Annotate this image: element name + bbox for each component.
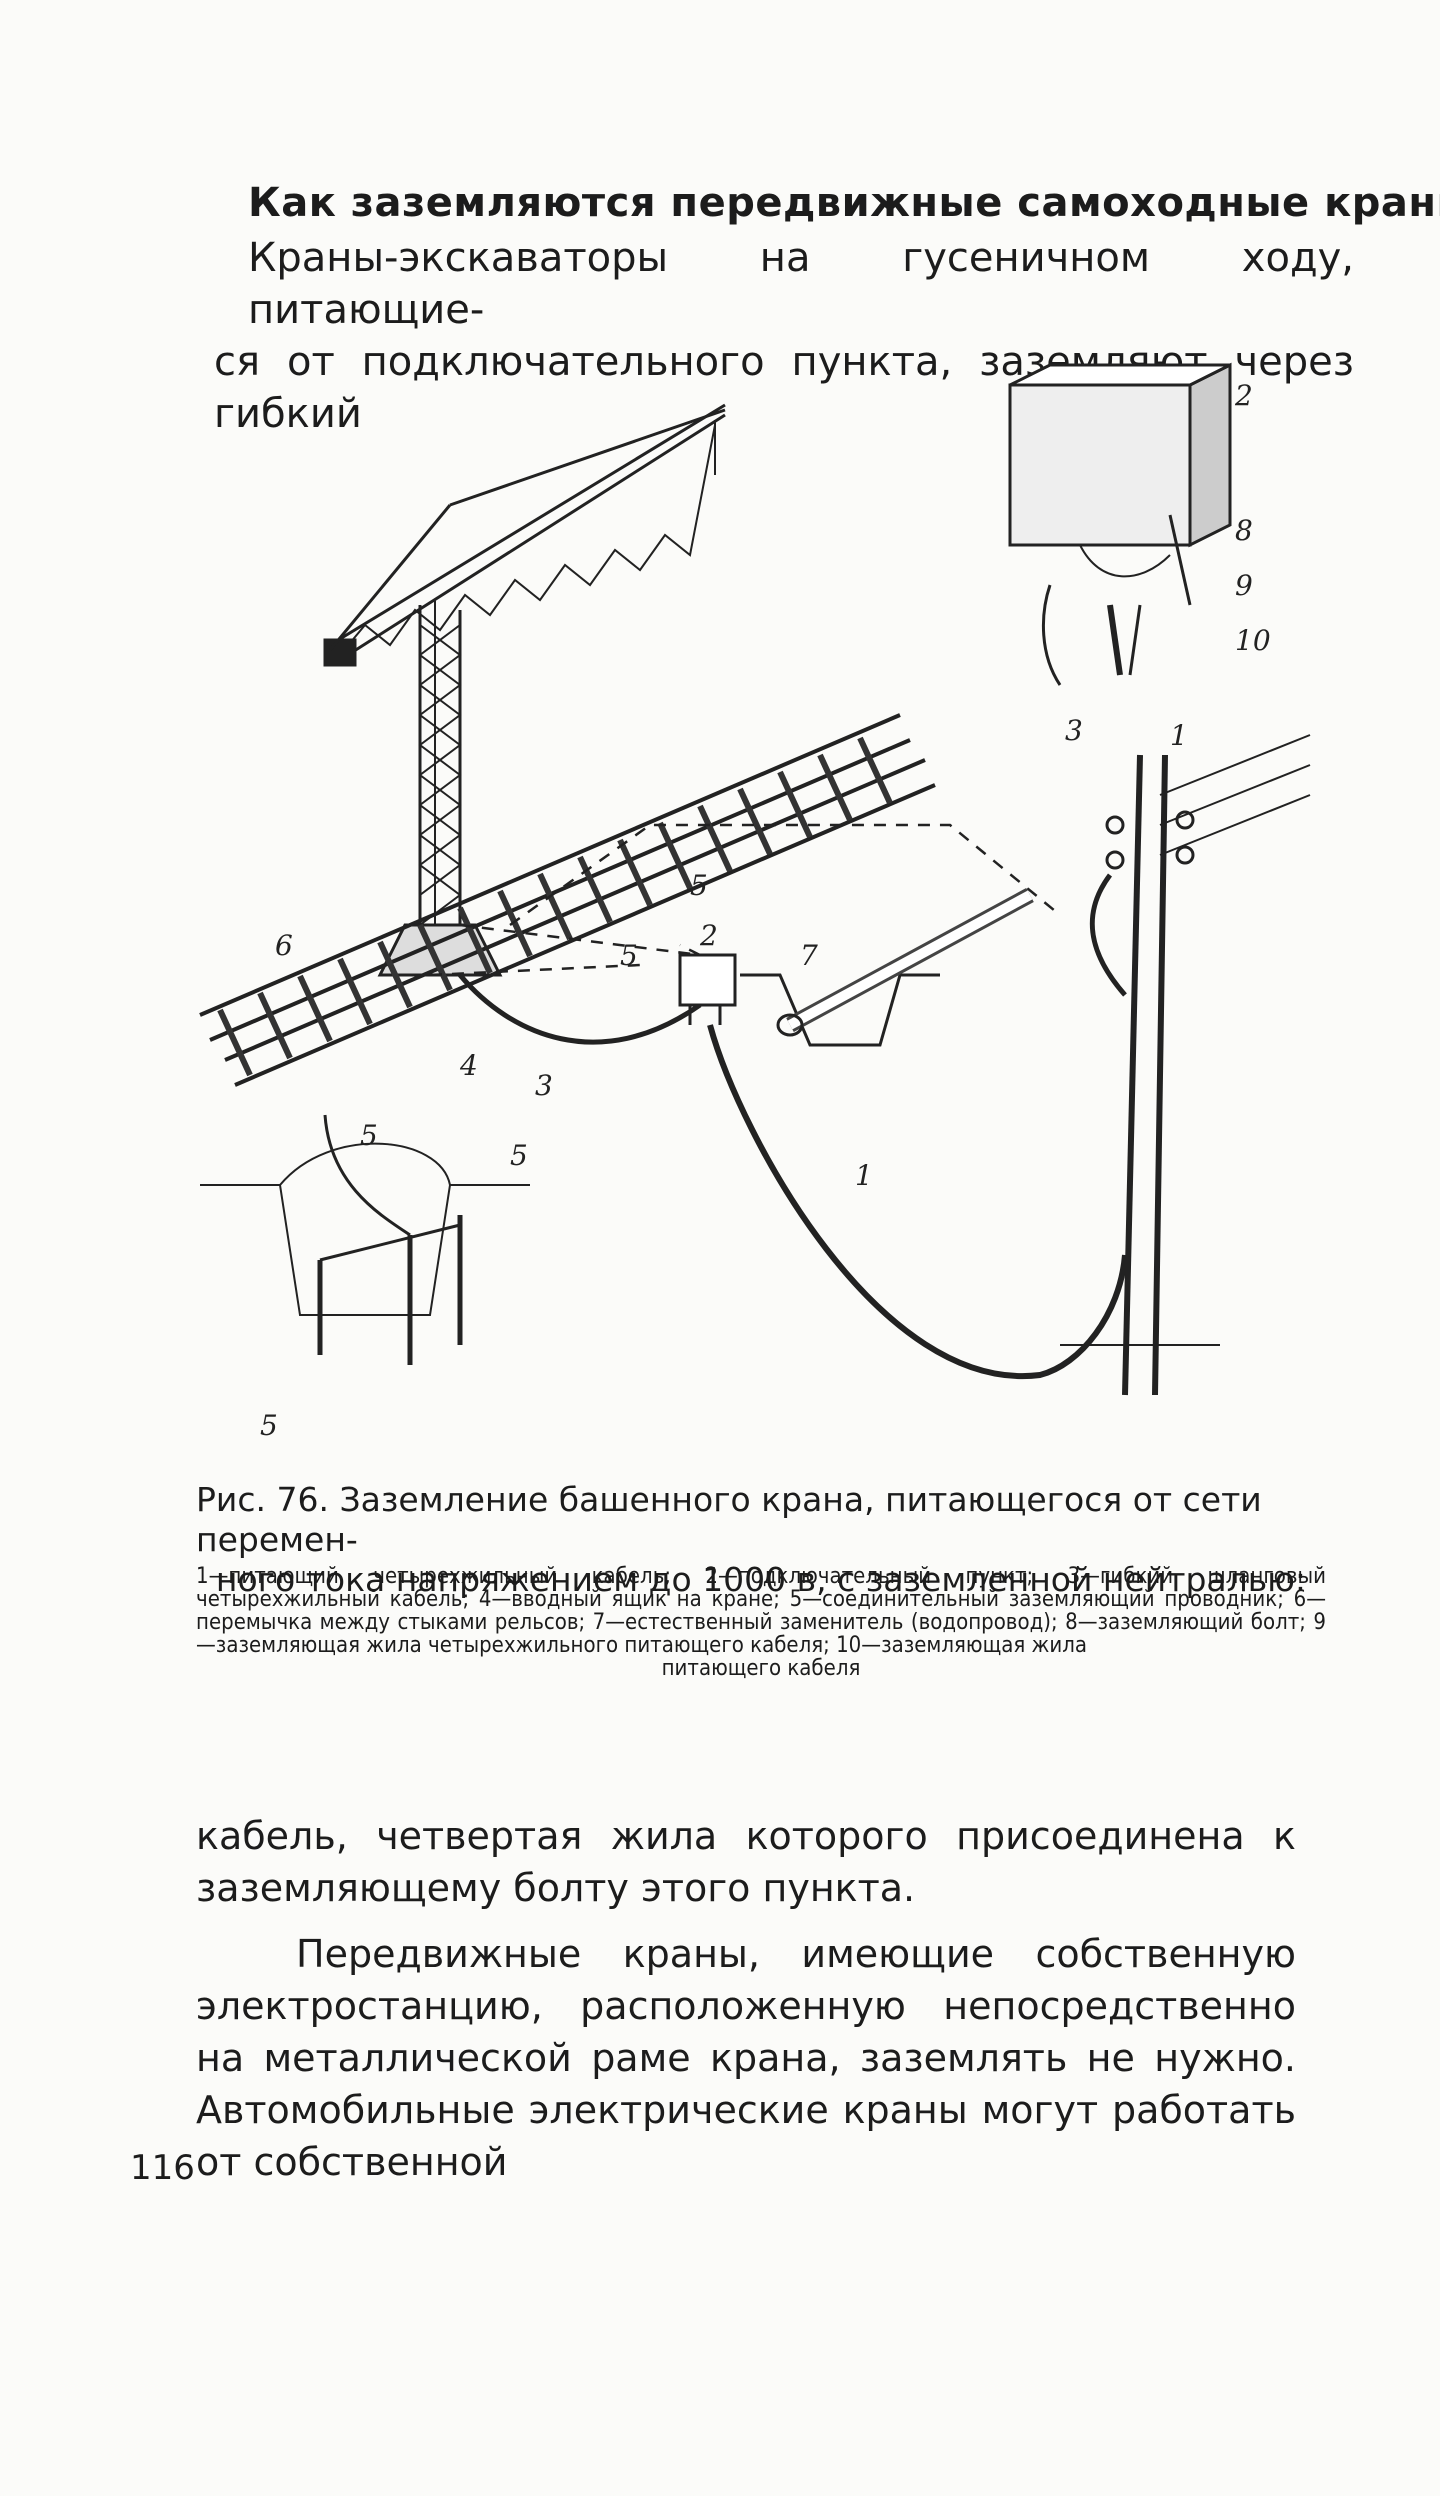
callout-10: 10	[1235, 624, 1271, 657]
figure-drawing: 2 8 9 10 3 1 5 2 7 5 6 4 3 1 5 5 5	[199, 362, 1311, 1442]
body-text: кабель, четвертая жила которого присоеди…	[196, 1810, 1296, 2188]
caption-title-line-2: ного тока напряжением до 1000 в, с зазем…	[215, 1560, 1307, 1599]
callout-2: 2	[1234, 379, 1253, 412]
dashed-grounding-conductors	[429, 823, 1061, 977]
rail-track	[199, 713, 936, 1087]
connection-point-small	[678, 953, 737, 1025]
water-pipe-trench	[740, 887, 1034, 1047]
callout-6: 6	[275, 929, 293, 962]
legend-text: 1—питающий четырехжильный кабель; 2—подк…	[196, 1564, 1326, 1658]
figure-caption-title: Рис. 76. Заземление башенного крана, пит…	[196, 1480, 1326, 1600]
callout-1b: 1	[855, 1159, 873, 1192]
callout-3b: 3	[535, 1069, 553, 1102]
body-paragraph-1: кабель, четвертая жила которого присоеди…	[196, 1814, 1296, 1910]
figure-callouts: 2 8 9 10 3 1 5 2 7 5 6 4 3 1 5 5 5	[260, 379, 1271, 1442]
body-paragraph-2: Передвижные краны, имеющие собственную э…	[196, 1932, 1296, 2184]
callout-8: 8	[1235, 514, 1253, 547]
flexible-cable	[458, 973, 1128, 1380]
crane-tower	[377, 600, 503, 977]
callout-1: 1	[1170, 719, 1188, 752]
power-pole	[1060, 734, 1311, 1396]
callout-7: 7	[800, 939, 818, 972]
callout-9: 9	[1235, 569, 1253, 602]
intro-line-1: Краны-экскаваторы на гусеничном ходу, пи…	[248, 235, 1354, 333]
page-number: 116	[130, 2148, 195, 2188]
callout-5c: 5	[620, 939, 638, 972]
callout-3: 3	[1065, 714, 1083, 747]
crane-jib	[323, 403, 726, 667]
figure-legend: 1—питающий четырехжильный кабель; 2—подк…	[196, 1565, 1326, 1680]
legend-last-line: питающего кабеля	[661, 1656, 861, 1681]
section-heading: Как заземляются передвижные самоходные к…	[248, 180, 1440, 226]
callout-5d: 5	[510, 1139, 528, 1172]
caption-title-line-1: Рис. 76. Заземление башенного крана, пит…	[196, 1480, 1262, 1559]
ground-electrode-pit	[200, 1114, 530, 1365]
callout-5b: 5	[690, 869, 708, 902]
callout-5e: 5	[260, 1409, 278, 1442]
callout-2b: 2	[699, 919, 718, 952]
connection-point-large	[1008, 362, 1232, 686]
callout-4: 4	[459, 1049, 478, 1082]
figure-tower-crane-grounding: 2 8 9 10 3 1 5 2 7 5 6 4 3 1 5 5 5	[180, 355, 1330, 1465]
callout-5: 5	[360, 1119, 378, 1152]
